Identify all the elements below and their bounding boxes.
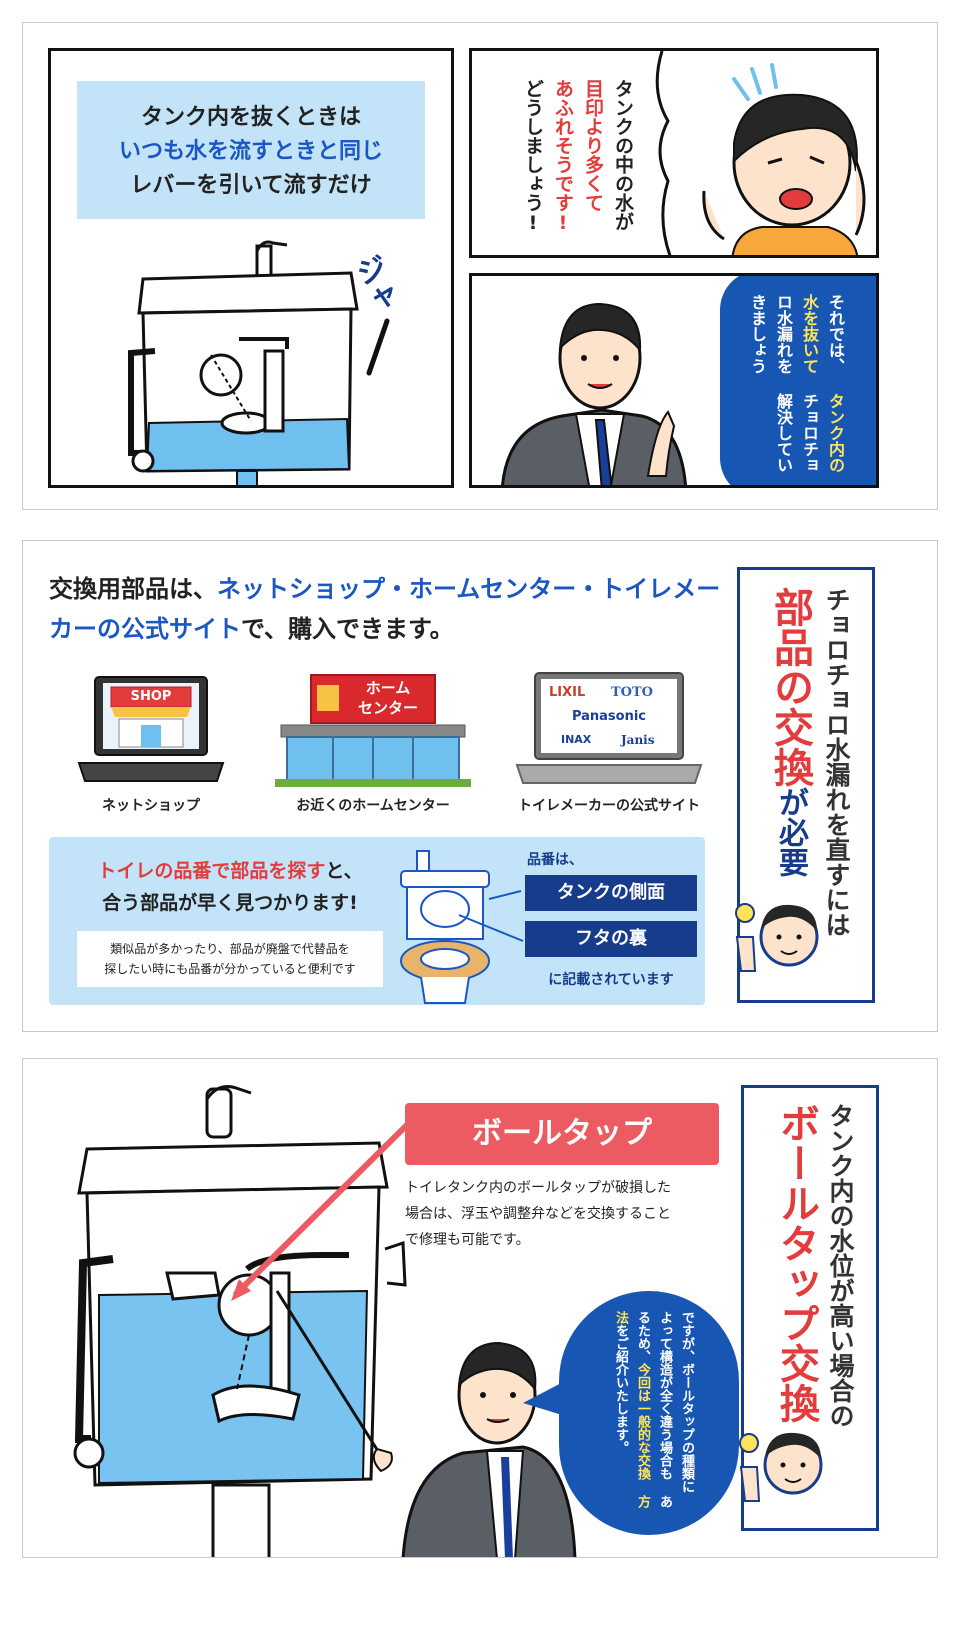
presenter-face-icon bbox=[735, 903, 819, 972]
info-headline-after: と、 bbox=[325, 860, 363, 882]
parts-card: 交換用部品は、ネットショップ・ホームセンター・トイレメーカーの公式サイトで、購入… bbox=[22, 540, 938, 1032]
bubble-col-3b: 今回は一般的な交換 bbox=[635, 1363, 650, 1480]
laptop-shop-icon bbox=[77, 676, 225, 782]
presenter-speech-bubble bbox=[559, 1291, 739, 1535]
brand-janis: Janis bbox=[621, 733, 655, 747]
man-speech-bubble bbox=[720, 276, 876, 485]
info-headline-red: トイレの品番で部品を探す bbox=[97, 860, 326, 882]
parts-side-red: 部品の交換 bbox=[767, 587, 813, 787]
brand-toto: TOTO bbox=[611, 685, 653, 700]
brand-lixil: LIXIL bbox=[549, 685, 586, 700]
brand-panasonic: Panasonic bbox=[571, 709, 647, 724]
headline-part-b: ネットショップ・ホームセンター・トイレ bbox=[217, 575, 673, 603]
bubble-col-2: よって構造が全く違う場合も bbox=[657, 1311, 672, 1480]
woman-character-illustration bbox=[655, 51, 866, 255]
toilet-tank-illustration bbox=[128, 240, 390, 485]
man-speech-col-2: タンク内の水を抜いて bbox=[800, 294, 845, 473]
bubble-col-3a: あるため、 bbox=[635, 1311, 672, 1508]
comic-panel-woman: タンクの中の水が 目印より多くて あふれそうです! どうしましょう! bbox=[469, 48, 879, 258]
woman-speech-col-4: どうしましょう! bbox=[522, 79, 544, 234]
home-center-sign-2: センター bbox=[357, 699, 418, 717]
man-speech: それでは、 タンク内の水を抜いて チョロチョロ水漏れを 解決していきましょう bbox=[744, 294, 848, 474]
brand-inax: INAX bbox=[561, 733, 592, 746]
caption-line-3: レバーを引いて流すだけ bbox=[130, 173, 372, 198]
woman-speech: タンクの中の水が 目印より多くて あふれそうです! どうしましょう! bbox=[518, 79, 638, 249]
tank-cutaway-illustration bbox=[73, 1085, 577, 1557]
toilet-outline-icon bbox=[400, 850, 524, 1004]
home-center-sign-1: ホーム bbox=[365, 679, 411, 697]
parts-side-emphasis: 部品の交換が必要 bbox=[765, 587, 815, 877]
woman-speech-col-3: あふれそうです! bbox=[552, 79, 574, 234]
location-footer: に記載されています bbox=[548, 972, 674, 988]
balltap-description: トイレタンク内のボールタップが破損した 場合は、浮玉や調整弁などを交換すること … bbox=[405, 1175, 725, 1253]
headline-part-c: メーカーの公式サイト bbox=[49, 575, 721, 643]
comic-card: タンク内を抜くときは いつも水を流すときと同じ レバーを引いて流すだけ ジャ タ… bbox=[22, 22, 938, 510]
caption-box: タンク内を抜くときは いつも水を流すときと同じ レバーを引いて流すだけ bbox=[77, 81, 425, 219]
location-tank-side: タンクの側面 bbox=[525, 875, 697, 911]
balltap-card: ボールタップ トイレタンク内のボールタップが破損した 場合は、浮玉や調整弁などを… bbox=[22, 1058, 938, 1558]
parts-side-main: チョロチョロ水漏れを直すには bbox=[822, 587, 851, 937]
balltap-desc-2: 場合は、浮玉や調整弁などを交換すること bbox=[405, 1206, 671, 1222]
man-speech-col-4: 解決していきましょう bbox=[748, 294, 793, 473]
parts-side-tail: が必要 bbox=[773, 787, 808, 877]
hinban-label: 品番は、 bbox=[527, 852, 583, 868]
hinban-info-box: トイレの品番で部品を探すと、 合う部品が早く見つかります! 類似品が多かったり、… bbox=[49, 837, 705, 1005]
woman-speech-col-1: タンクの中の水が bbox=[612, 79, 634, 231]
caption-line-1: タンク内を抜くときは bbox=[140, 105, 361, 130]
comic-panel-flush: タンク内を抜くときは いつも水を流すときと同じ レバーを引いて流すだけ ジャ bbox=[48, 48, 454, 488]
comic-panel-man: それでは、 タンク内の水を抜いて チョロチョロ水漏れを 解決していきましょう bbox=[469, 273, 879, 488]
home-center-store-icon bbox=[275, 674, 471, 787]
headline-part-a: 交換用部品は、 bbox=[49, 575, 217, 603]
balltap-desc-1: トイレタンク内のボールタップが破損した bbox=[405, 1180, 671, 1196]
location-lid-back: フタの裏 bbox=[525, 921, 697, 957]
bubble-col-4a: 方法 bbox=[613, 1311, 650, 1508]
shop-maker: LIXIL TOTO Panasonic INAX Janis トイレメーカーの… bbox=[509, 671, 709, 821]
shop-home-center-label: お近くのホームセンター bbox=[296, 798, 450, 814]
caption-line-2: いつも水を流すときと同じ bbox=[118, 139, 383, 164]
balltap-side-red: ボールタップ交換 bbox=[773, 1103, 819, 1423]
man-character-illustration bbox=[501, 302, 687, 485]
info-note-2: 探したい時にも品番が分かっていると便利です bbox=[104, 962, 356, 976]
man-speech-col-3: チョロチョロ水漏れを bbox=[774, 294, 819, 473]
shop-maker-label: トイレメーカーの公式サイト bbox=[518, 798, 700, 814]
balltap-side-main: タンク内の水位が高い場合の bbox=[826, 1103, 855, 1428]
shop-net-label: ネットショップ bbox=[102, 798, 200, 814]
woman-speech-col-2: 目印より多くて bbox=[582, 79, 604, 212]
info-headline-line-2: 合う部品が早く見つかります! bbox=[102, 892, 358, 914]
info-note: 類似品が多かったり、部品が廃盤で代替品を 探したい時にも品番が分かっていると便利… bbox=[77, 931, 383, 987]
balltap-label-box: ボールタップ bbox=[405, 1103, 719, 1165]
balltap-presenter-face-icon bbox=[739, 1432, 823, 1502]
shop-net-sign: SHOP bbox=[130, 689, 172, 704]
shop-net: SHOP ネットショップ bbox=[71, 671, 231, 821]
speech-bubble-tail bbox=[523, 1379, 575, 1419]
bubble-col-1: ですが、ボールタップの種類に bbox=[679, 1311, 694, 1493]
parts-headline: 交換用部品は、ネットショップ・ホームセンター・トイレメーカーの公式サイトで、購入… bbox=[49, 569, 729, 649]
presenter-speech: ですが、ボールタップの種類に よって構造が全く違う場合も あるため、今回は一般的… bbox=[609, 1311, 697, 1517]
bubble-col-4b: をご紹介いたします。 bbox=[613, 1324, 628, 1454]
shop-home-center: ホーム センター お近くのホームセンター bbox=[273, 671, 473, 821]
balltap-desc-3: で修理も可能です。 bbox=[405, 1232, 530, 1248]
man-speech-col-1: それでは、 bbox=[826, 294, 845, 374]
headline-part-d: で、購入できます。 bbox=[241, 615, 454, 643]
info-headline: トイレの品番で部品を探すと、 合う部品が早く見つかります! bbox=[65, 855, 395, 919]
laptop-maker-icon bbox=[515, 672, 703, 784]
info-note-1: 類似品が多かったり、部品が廃盤で代替品を bbox=[110, 942, 350, 956]
